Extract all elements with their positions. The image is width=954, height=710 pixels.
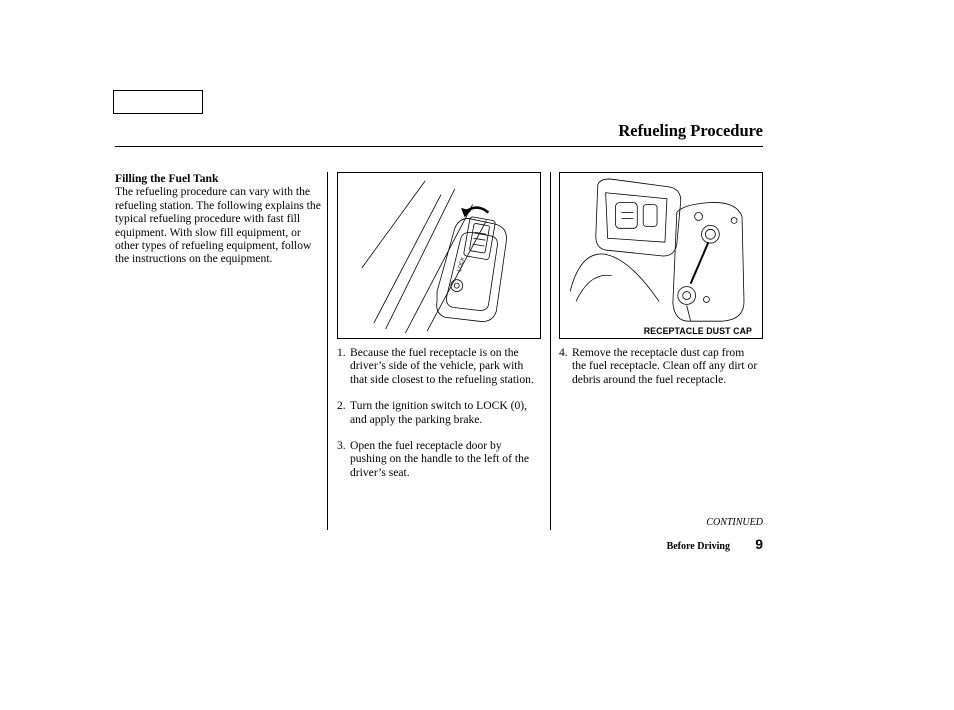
step-number: 3. <box>337 439 346 453</box>
lock-label: LOCK <box>457 256 467 272</box>
footer-section-name: Before Driving <box>666 541 730 552</box>
section-heading: Filling the Fuel Tank <box>115 172 219 185</box>
step-item: 3. Open the fuel receptacle door by push… <box>337 439 537 479</box>
title-rule <box>115 146 763 147</box>
dust-cap-caption: RECEPTACLE DUST CAP <box>643 326 752 336</box>
column-divider-right <box>550 172 551 530</box>
step-text: Because the fuel receptacle is on the dr… <box>350 346 534 386</box>
step-number: 4. <box>559 346 568 359</box>
navigation-box <box>113 90 203 114</box>
step-number: 2. <box>337 399 346 413</box>
continued-label: CONTINUED <box>706 517 763 528</box>
column-divider-left <box>327 172 328 530</box>
steps-list-middle: 1. Because the fuel receptacle is on the… <box>337 346 537 492</box>
fuel-door-figure: RECEPTACLE DUST CAP <box>559 172 763 339</box>
step-number: 1. <box>337 346 346 359</box>
step-text: Turn the ignition switch to LOCK (0), an… <box>350 399 528 426</box>
steps-list-right: 4. Remove the receptacle dust cap from t… <box>559 346 759 399</box>
step-item: 1. Because the fuel receptacle is on the… <box>337 346 537 386</box>
step-item: 2. Turn the ignition switch to LOCK (0),… <box>337 399 537 426</box>
fuel-door-handle-figure: LOCK <box>337 172 541 339</box>
page-title: Refueling Procedure <box>618 121 763 140</box>
step-text: Remove the receptacle dust cap from the … <box>572 346 758 386</box>
intro-section: Filling the Fuel Tank The refueling proc… <box>115 172 323 266</box>
step-text: Open the fuel receptacle door by pushing… <box>350 439 530 479</box>
fuel-door-illustration <box>569 178 745 322</box>
section-body: The refueling procedure can vary with th… <box>115 185 321 266</box>
page-number: 9 <box>755 536 763 552</box>
fuel-door-handle-illustration: LOCK <box>361 180 507 334</box>
step-item: 4. Remove the receptacle dust cap from t… <box>559 346 759 386</box>
